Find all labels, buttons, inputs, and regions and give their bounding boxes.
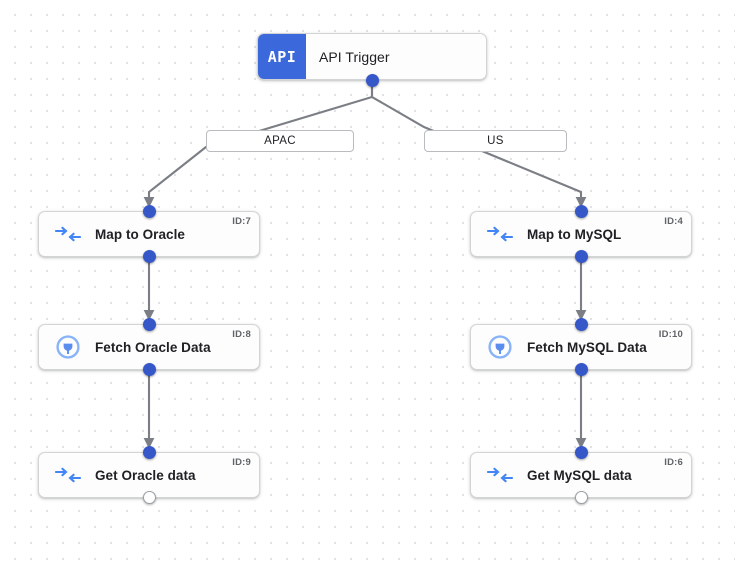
api-badge-icon: API [258, 34, 306, 79]
branch-label-apac[interactable]: APAC [206, 130, 354, 152]
node-title: Fetch Oracle Data [95, 339, 211, 355]
port-trigger-output[interactable] [366, 74, 379, 87]
port-fetch-mysql-output[interactable] [575, 363, 588, 376]
node-get-oracle-data[interactable]: Get Oracle data ID:9 [38, 452, 260, 498]
mapping-arrows-icon [485, 462, 515, 488]
port-get-mysql-output[interactable] [575, 491, 588, 504]
node-title: Get Oracle data [95, 467, 196, 483]
node-title: API Trigger [319, 48, 390, 65]
node-title: Fetch MySQL Data [527, 339, 647, 355]
node-id-badge: ID:6 [664, 457, 683, 468]
port-map-oracle-input[interactable] [143, 205, 156, 218]
node-id-badge: ID:10 [658, 329, 683, 340]
node-title: Get MySQL data [527, 467, 632, 483]
port-map-mysql-output[interactable] [575, 250, 588, 263]
node-id-badge: ID:8 [232, 329, 251, 340]
port-get-oracle-output[interactable] [143, 491, 156, 504]
mapping-arrows-icon [53, 462, 83, 488]
port-get-mysql-input[interactable] [575, 446, 588, 459]
port-fetch-oracle-input[interactable] [143, 318, 156, 331]
node-id-badge: ID:4 [664, 216, 683, 227]
port-get-oracle-input[interactable] [143, 446, 156, 459]
node-api-trigger[interactable]: API API Trigger [257, 33, 487, 80]
node-title: Map to MySQL [527, 226, 622, 242]
port-map-oracle-output[interactable] [143, 250, 156, 263]
node-id-badge: ID:9 [232, 457, 251, 468]
branch-label-us[interactable]: US [424, 130, 567, 152]
connector-plug-icon [53, 334, 83, 360]
port-map-mysql-input[interactable] [575, 205, 588, 218]
mapping-arrows-icon [485, 221, 515, 247]
node-id-badge: ID:7 [232, 216, 251, 227]
port-fetch-oracle-output[interactable] [143, 363, 156, 376]
node-title: Map to Oracle [95, 226, 185, 242]
mapping-arrows-icon [53, 221, 83, 247]
node-map-to-mysql[interactable]: Map to MySQL ID:4 [470, 211, 692, 257]
branch-label-text: US [487, 135, 504, 147]
branch-label-text: APAC [264, 135, 296, 147]
connector-plug-icon [485, 334, 515, 360]
api-badge-text: API [267, 47, 297, 66]
port-fetch-mysql-input[interactable] [575, 318, 588, 331]
